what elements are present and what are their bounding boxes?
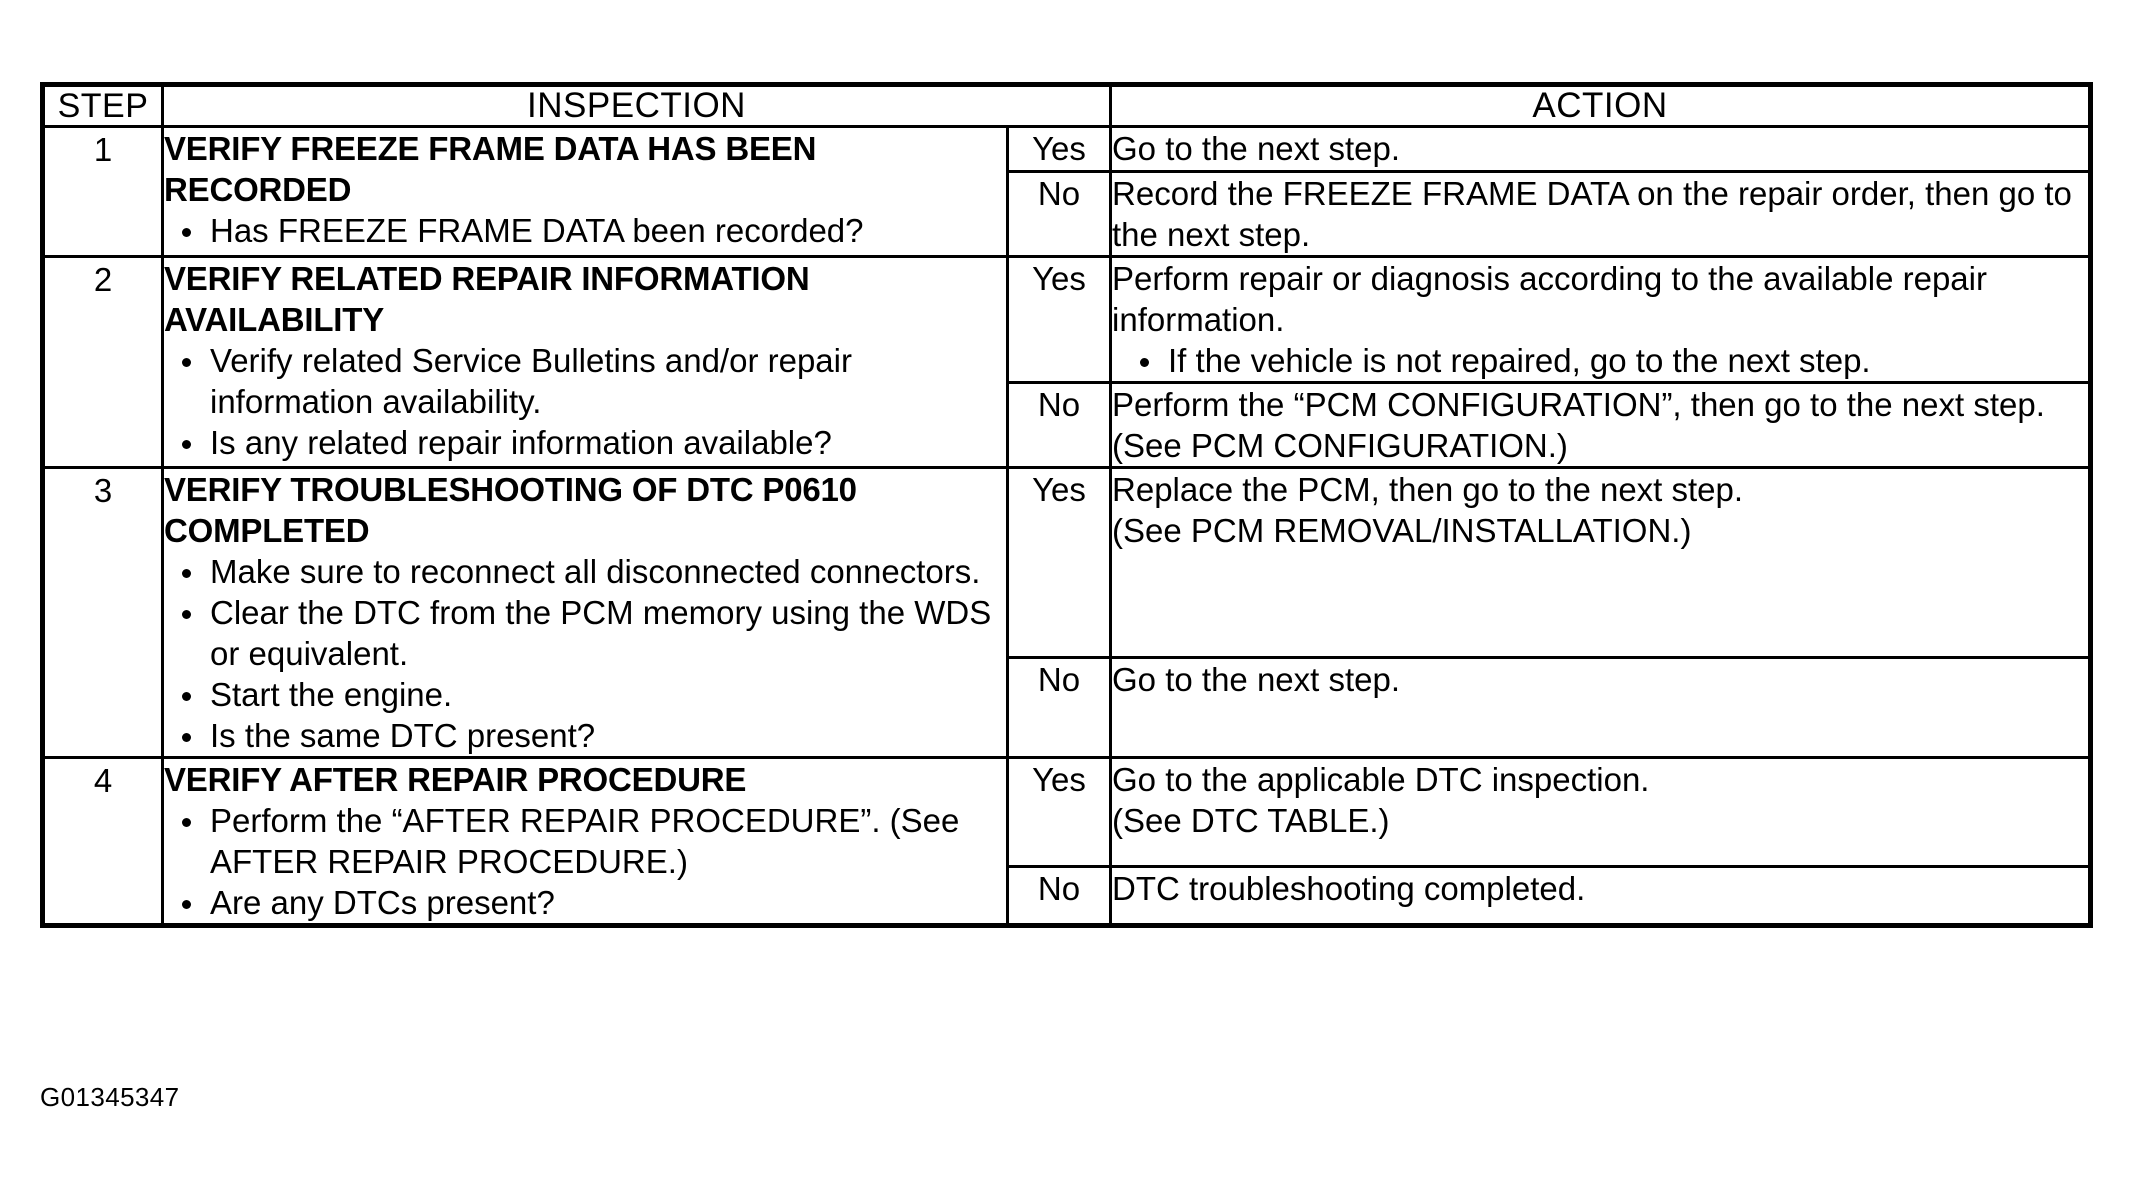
figure-id-caption: G01345347 <box>40 1082 180 1112</box>
step-number: 3 <box>41 466 164 759</box>
inspection-bullet: Are any DTCs present? <box>164 882 1006 923</box>
action-cell: Go to the next step. <box>1109 655 2093 760</box>
inspection-bullet: Clear the DTC from the PCM memory using … <box>164 592 1006 674</box>
action-line: Go to the next step. <box>1112 130 1401 167</box>
action-line: Perform the “PCM CONFIGURATION”, then go… <box>1112 386 2045 423</box>
action-line: Record the FREEZE FRAME DATA on the repa… <box>1112 175 2072 253</box>
action-cell: DTC troubleshooting completed. <box>1109 865 2093 927</box>
inspection-bullet-list: Perform the “AFTER REPAIR PROCEDURE”. (S… <box>164 800 1006 923</box>
answer-label-no: No <box>1005 865 1113 927</box>
action-bullet-list: If the vehicle is not repaired, go to th… <box>1112 340 2088 381</box>
inspection-cell: VERIFY RELATED REPAIR INFORMATION AVAILA… <box>161 255 1009 469</box>
answer-label-yes: Yes <box>1005 255 1113 384</box>
step-number: 4 <box>41 756 164 927</box>
inspection-bullet: Perform the “AFTER REPAIR PROCEDURE”. (S… <box>164 800 1006 882</box>
step-number: 1 <box>41 125 164 258</box>
column-header-inspection: INSPECTION <box>160 83 1113 128</box>
action-cell: Replace the PCM, then go to the next ste… <box>1109 466 2093 659</box>
column-header-step: STEP <box>41 83 164 128</box>
inspection-bullet: Start the engine. <box>164 674 1006 715</box>
answer-label-yes: Yes <box>1005 756 1113 868</box>
answer-label-no: No <box>1005 381 1113 469</box>
inspection-bullet-list: Verify related Service Bulletins and/or … <box>164 340 1006 463</box>
action-line: (See DTC TABLE.) <box>1112 802 1390 839</box>
action-cell: Perform repair or diagnosis according to… <box>1109 255 2093 384</box>
action-line: (See PCM REMOVAL/INSTALLATION.) <box>1112 512 1692 549</box>
action-cell: Go to the applicable DTC inspection. (See… <box>1109 756 2093 868</box>
answer-label-no: No <box>1005 655 1113 760</box>
action-line: Perform repair or diagnosis according to… <box>1112 260 1987 338</box>
inspection-cell: VERIFY FREEZE FRAME DATA HAS BEEN RECORD… <box>161 125 1009 258</box>
action-line: DTC troubleshooting completed. <box>1112 870 1586 907</box>
header-row: STEP INSPECTION ACTION <box>41 83 2093 128</box>
action-bullet: If the vehicle is not repaired, go to th… <box>1112 340 2088 381</box>
inspection-bullet: Make sure to reconnect all disconnected … <box>164 551 1006 592</box>
inspection-bullet: Verify related Service Bulletins and/or … <box>164 340 1006 422</box>
answer-label-yes: Yes <box>1005 466 1113 659</box>
inspection-bullet: Has FREEZE FRAME DATA been recorded? <box>164 210 1006 251</box>
action-cell: Perform the “PCM CONFIGURATION”, then go… <box>1109 381 2093 469</box>
inspection-bullet-list: Make sure to reconnect all disconnected … <box>164 551 1006 756</box>
inspection-title: VERIFY RELATED REPAIR INFORMATION AVAILA… <box>164 260 810 338</box>
action-line: (See PCM CONFIGURATION.) <box>1112 427 1568 464</box>
action-line: Go to the next step. <box>1112 660 1401 698</box>
inspection-title: VERIFY TROUBLESHOOTING OF DTC P0610 COMP… <box>164 471 857 549</box>
inspection-cell: VERIFY TROUBLESHOOTING OF DTC P0610 COMP… <box>161 466 1009 759</box>
action-cell: Go to the next step. <box>1109 125 2093 173</box>
step-number: 2 <box>41 255 164 469</box>
inspection-title: VERIFY AFTER REPAIR PROCEDURE <box>164 761 747 798</box>
column-header-action: ACTION <box>1109 83 2093 128</box>
action-cell: Record the FREEZE FRAME DATA on the repa… <box>1109 170 2093 258</box>
inspection-title: VERIFY FREEZE FRAME DATA HAS BEEN RECORD… <box>164 130 817 208</box>
answer-label-no: No <box>1005 170 1113 258</box>
inspection-bullet: Is any related repair information availa… <box>164 422 1006 463</box>
inspection-bullet-list: Has FREEZE FRAME DATA been recorded? <box>164 210 1006 251</box>
action-line: Replace the PCM, then go to the next ste… <box>1112 471 1744 508</box>
table-header: STEP INSPECTION ACTION <box>41 83 2093 128</box>
inspection-bullet: Is the same DTC present? <box>164 715 1006 756</box>
answer-label-yes: Yes <box>1005 125 1113 173</box>
action-line: Go to the applicable DTC inspection. <box>1112 761 1650 798</box>
